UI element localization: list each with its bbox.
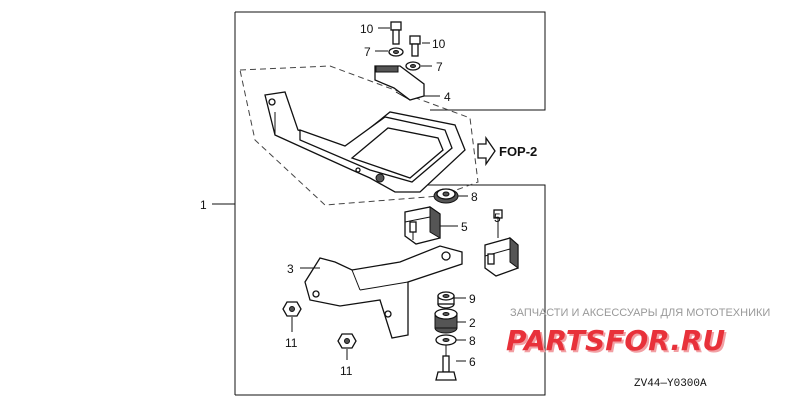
watermark-subtitle: ЗАПЧАСТИ И АКСЕССУАРЫ ДЛЯ МОТОТЕХНИКИ	[510, 307, 770, 319]
bolt-6	[435, 345, 457, 381]
callout-9: 9	[469, 292, 476, 306]
nut-lower	[337, 333, 357, 349]
callout-10-upper: 10	[360, 22, 374, 36]
callout-10-right: 10	[432, 37, 446, 51]
main-frame-bracket	[264, 91, 466, 193]
diagram-code: ZV44—Y0300A	[634, 378, 707, 390]
callout-3: 3	[287, 262, 294, 276]
leader-lines	[212, 27, 499, 362]
washer-upper	[388, 47, 404, 57]
washer-right	[405, 61, 421, 71]
upper-bracket	[374, 65, 425, 101]
rubber-mount-left	[404, 206, 441, 245]
washer-8-lower	[435, 334, 457, 346]
bolt-upper	[390, 21, 402, 45]
bolt-right	[409, 35, 421, 57]
callout-11-lower: 11	[340, 364, 353, 378]
rubber-mount-right	[484, 209, 519, 277]
callout-8-lower: 8	[469, 334, 476, 348]
rubber-bushing	[434, 308, 458, 334]
callout-11-left: 11	[285, 336, 298, 350]
reference-arrow: FOP-2	[477, 135, 537, 167]
callout-6: 6	[469, 355, 476, 369]
callout-5-right: 5	[494, 211, 501, 225]
frame-dashed-outline	[239, 65, 479, 206]
callout-4: 4	[444, 90, 451, 104]
callout-1: 1	[200, 198, 207, 212]
callout-7-right: 7	[436, 60, 443, 74]
upper-group-outline	[235, 11, 546, 111]
reference-label: FOP-2	[499, 144, 537, 159]
watermark-brand: PARTSFOR.RU	[506, 324, 725, 357]
callout-7-left: 7	[364, 45, 371, 59]
collar	[437, 291, 455, 309]
washer-8-upper	[433, 188, 459, 204]
nut-left	[282, 301, 302, 317]
callout-5-left: 5	[461, 220, 468, 234]
callout-8-upper: 8	[471, 190, 478, 204]
callout-2: 2	[469, 316, 476, 330]
watermark-brand-shadow: PARTSFOR.RU	[508, 326, 727, 359]
lower-bracket	[304, 245, 463, 339]
